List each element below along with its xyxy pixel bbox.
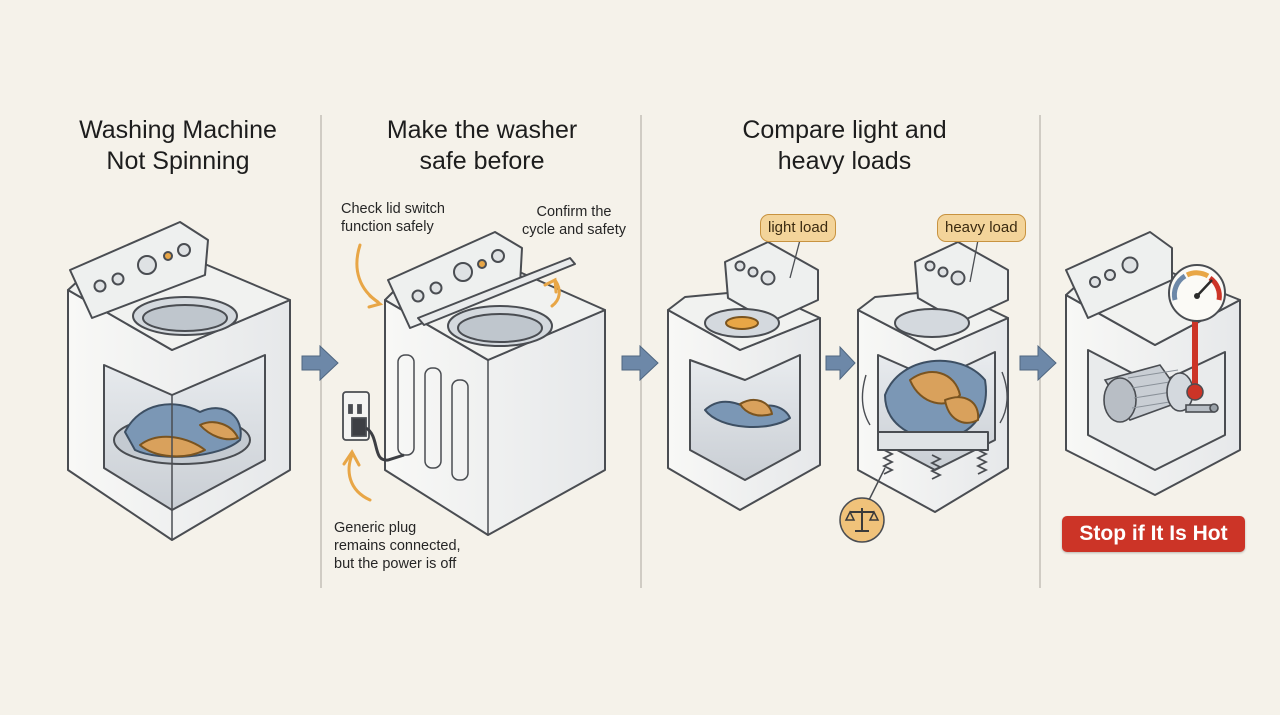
plug-note-line-2: remains connected, — [334, 538, 461, 554]
confirm-cycle-note: Confirm the cycle and safety — [516, 203, 632, 239]
lid-switch-note-line-1: Check lid switch — [341, 201, 445, 217]
power-outlet-icon — [342, 391, 405, 462]
panel-3-title-line-1: Compare light and — [742, 116, 947, 144]
light-load-label: light load — [760, 214, 837, 242]
panel-2-title-line-1: Make the washer — [386, 116, 578, 144]
panel-1-title-line-1: Washing Machine — [79, 116, 277, 144]
confirm-cycle-note-line-1: Confirm the — [536, 204, 612, 220]
stop-if-hot-button[interactable]: Stop if It Is Hot — [1062, 516, 1245, 552]
washer-not-spinning — [67, 221, 291, 541]
plug-note-line-3: but the power is off — [334, 556, 457, 572]
right-arrow-icon — [825, 345, 856, 381]
right-arrow-icon — [1019, 344, 1057, 382]
washer-heavy-load — [857, 241, 1009, 513]
panel-3-title-line-2: heavy loads — [777, 147, 912, 175]
label-leaders — [789, 239, 979, 283]
right-arrow-icon — [621, 344, 659, 382]
panel-1-title-line-2: Not Spinning — [106, 147, 250, 175]
right-arrow-icon — [301, 344, 339, 382]
heavy-load-label: heavy load — [937, 214, 1026, 242]
panel-2-title-line-2: safe before — [419, 147, 545, 175]
washer-light-load — [667, 241, 821, 511]
temperature-gauge-icon — [1168, 264, 1226, 401]
confirm-cycle-note-line-2: cycle and safety — [522, 222, 626, 238]
balance-scale-icon — [839, 467, 886, 543]
panel-1-title: Washing Machine Not Spinning — [58, 115, 298, 177]
orange-pointer-arrows — [342, 243, 561, 502]
washer-safety-check — [384, 231, 606, 536]
lid-switch-note-line-2: function safely — [341, 219, 434, 235]
plug-note-line-1: Generic plug — [334, 520, 417, 536]
lid-switch-note: Check lid switch function safely — [341, 200, 445, 236]
step-arrows — [301, 344, 1057, 382]
suspension-springs — [881, 449, 989, 480]
panel-2-title: Make the washer safe before — [362, 115, 602, 177]
panel-3-title: Compare light and heavy loads — [712, 115, 977, 177]
motor-icon — [1103, 364, 1219, 423]
motion-lines — [861, 371, 1008, 426]
plug-note: Generic plug remains connected, but the … — [334, 519, 461, 573]
